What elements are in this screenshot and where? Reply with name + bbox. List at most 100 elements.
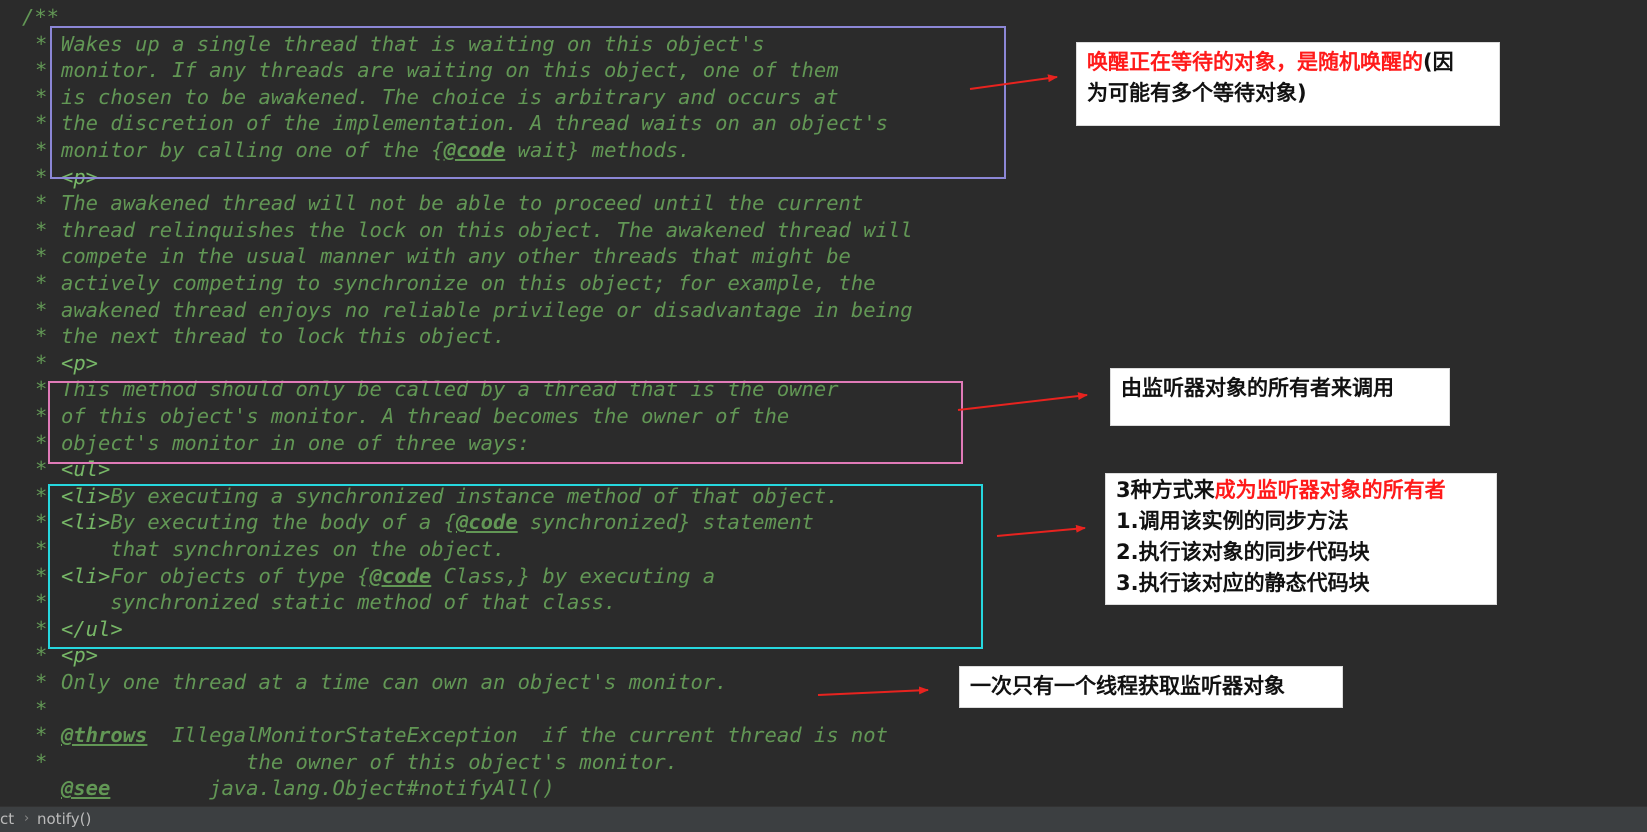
comment-text: <ul> <box>61 456 110 483</box>
comment-text: Only one thread at a time can own an obj… <box>61 669 727 696</box>
comment-text-segment: awakened thread enjoys no reliable privi… <box>61 297 913 322</box>
comment-text: <p> <box>61 164 98 191</box>
comment-marker: * <box>35 58 48 83</box>
comment-text-segment: Only one thread at a time can own an obj… <box>61 670 728 694</box>
comment-marker: * <box>35 217 48 242</box>
note-2-text: 由监听器对象的所有者来调用 <box>1121 376 1394 400</box>
comment-text-segment: java.lang.Object#notifyAll() <box>110 776 555 801</box>
javadoc-tag: @see <box>61 776 111 801</box>
comment-marker: * <box>35 483 48 508</box>
annotation-note-three-ways: 3种方式来成为监听器对象的所有者 1.调用该实例的同步方法 2.执行该对象的同步… <box>1105 473 1497 605</box>
comment-marker: * <box>35 164 48 189</box>
comment-text: monitor by calling one of the {@code wai… <box>61 137 690 164</box>
note-3-item-1: 1.调用该实例的同步方法 <box>1116 509 1349 533</box>
note-3-head-black: 3种方式来 <box>1116 478 1215 502</box>
note-3-item-2: 2.执行该对象的同步代码块 <box>1116 540 1370 564</box>
comment-marker: * <box>35 563 48 588</box>
comment-text-segment: The awakened thread will not be able to … <box>61 191 864 216</box>
note-1-rest-text: (因 <box>1423 50 1454 74</box>
annotation-note-random-wake: 唤醒正在等待的对象，是随机唤醒的(因 为可能有多个等待对象) <box>1076 42 1500 126</box>
highlight-box-wake-description <box>50 26 1006 179</box>
comment-text: <li>By executing the body of a {@code sy… <box>61 509 814 536</box>
html-tag: <li> <box>61 563 111 588</box>
comment-text: is chosen to be awakened. The choice is … <box>61 84 839 111</box>
comment-text: <li>For objects of type {@code Class,} b… <box>61 563 715 590</box>
comment-text: of this object's monitor. A thread becom… <box>61 403 789 430</box>
comment-marker: * <box>35 643 48 668</box>
comment-text-segment: the discretion of the implementation. A … <box>61 111 888 136</box>
note-1-line-2: 为可能有多个等待对象) <box>1087 81 1307 105</box>
comment-marker: /** <box>22 5 60 29</box>
comment-text-segment: monitor by calling one of the { <box>61 138 444 162</box>
arrow-2 <box>957 392 1088 411</box>
comment-text: synchronized static method of that class… <box>61 589 616 616</box>
highlight-box-three-ways <box>48 484 983 649</box>
comment-text: that synchronizes on the object. <box>61 536 505 563</box>
comment-marker: * <box>35 377 48 402</box>
html-tag: </ul> <box>61 616 123 641</box>
note-4-text: 一次只有一个线程获取监听器对象 <box>970 674 1285 698</box>
comment-marker: * <box>35 31 48 56</box>
comment-text-segment: By executing a synchronized instance met… <box>110 483 839 508</box>
comment-marker: * <box>35 350 48 375</box>
comment-text-segment: that synchronizes on the object. <box>61 537 506 561</box>
comment-text-segment: Class,} by executing a <box>431 563 716 588</box>
comment-text-segment: compete in the usual manner with any oth… <box>61 244 851 269</box>
annotation-note-one-owner: 一次只有一个线程获取监听器对象 <box>959 666 1343 708</box>
comment-text: the next thread to lock this object. <box>61 323 505 350</box>
annotation-note-owner-calls: 由监听器对象的所有者来调用 <box>1110 368 1450 426</box>
comment-text-segment: the owner of this object's monitor. <box>61 749 679 774</box>
code-editor[interactable]: /***Wakes up a single thread that is wai… <box>0 0 1647 806</box>
comment-text: the owner of this object's monitor. <box>61 749 678 776</box>
javadoc-tag: @throws <box>61 723 148 748</box>
comment-text-segment: is chosen to be awakened. The choice is … <box>61 84 839 109</box>
comment-text: @throws IllegalMonitorStateException if … <box>61 722 888 749</box>
comment-text: awakened thread enjoys no reliable privi… <box>61 297 913 324</box>
comment-marker: * <box>35 723 48 748</box>
comment-marker: * <box>35 457 48 482</box>
comment-text-segment: For objects of type { <box>110 563 370 588</box>
comment-marker: * <box>35 510 48 535</box>
comment-text-segment: thread relinquishes the lock on this obj… <box>61 217 913 242</box>
comment-marker: * <box>35 271 48 295</box>
comment-text-segment: synchronized} statement <box>517 510 814 535</box>
html-tag: <p> <box>61 350 99 375</box>
comment-text-segment: By executing the body of a { <box>110 510 456 535</box>
comment-text: object's monitor in one of three ways: <box>61 430 530 457</box>
comment-text-segment: the next thread to lock this object. <box>61 324 506 349</box>
comment-text: <li>By executing a synchronized instance… <box>61 483 839 510</box>
highlight-box-owner-requirement <box>48 381 963 464</box>
comment-marker: * <box>35 84 48 109</box>
comment-text: compete in the usual manner with any oth… <box>61 243 851 270</box>
javadoc-tag: @code <box>369 563 432 588</box>
html-tag: <p> <box>61 164 99 189</box>
breadcrumb-item-method[interactable]: notify() <box>37 810 92 828</box>
comment-marker: * <box>35 191 48 216</box>
comment-text-segment: object's monitor in one of three ways: <box>61 430 530 455</box>
comment-marker: * <box>35 670 48 694</box>
comment-marker: * <box>35 616 48 641</box>
comment-text: <p> <box>61 350 98 377</box>
note-3-item-3: 3.执行该对应的静态代码块 <box>1116 571 1370 595</box>
comment-marker: * <box>35 324 48 349</box>
comment-marker: * <box>35 590 48 615</box>
comment-text-segment: monitor. If any threads are waiting on t… <box>61 58 839 83</box>
breadcrumb: ct › notify() <box>0 806 1647 832</box>
comment-text: @see java.lang.Object#notifyAll() <box>61 775 555 802</box>
note-3-head-red: 成为监听器对象的所有者 <box>1214 478 1446 502</box>
comment-marker: * <box>35 537 48 561</box>
comment-text: the discretion of the implementation. A … <box>61 110 888 137</box>
html-tag: <li> <box>61 510 111 535</box>
comment-text: The awakened thread will not be able to … <box>61 190 863 217</box>
comment-text: monitor. If any threads are waiting on t… <box>61 57 839 84</box>
comment-marker: * <box>35 430 48 455</box>
comment-text-segment: synchronized static method of that class… <box>61 590 617 615</box>
breadcrumb-item-class[interactable]: ct <box>0 810 15 828</box>
comment-marker: * <box>35 138 48 162</box>
comment-marker: * <box>35 749 48 774</box>
chevron-right-icon: › <box>24 811 30 826</box>
comment-text: thread relinquishes the lock on this obj… <box>61 217 913 244</box>
comment-text-segment: actively competing to synchronize on thi… <box>61 271 876 295</box>
comment-text: actively competing to synchronize on thi… <box>61 270 876 297</box>
comment-marker: * <box>35 404 48 428</box>
